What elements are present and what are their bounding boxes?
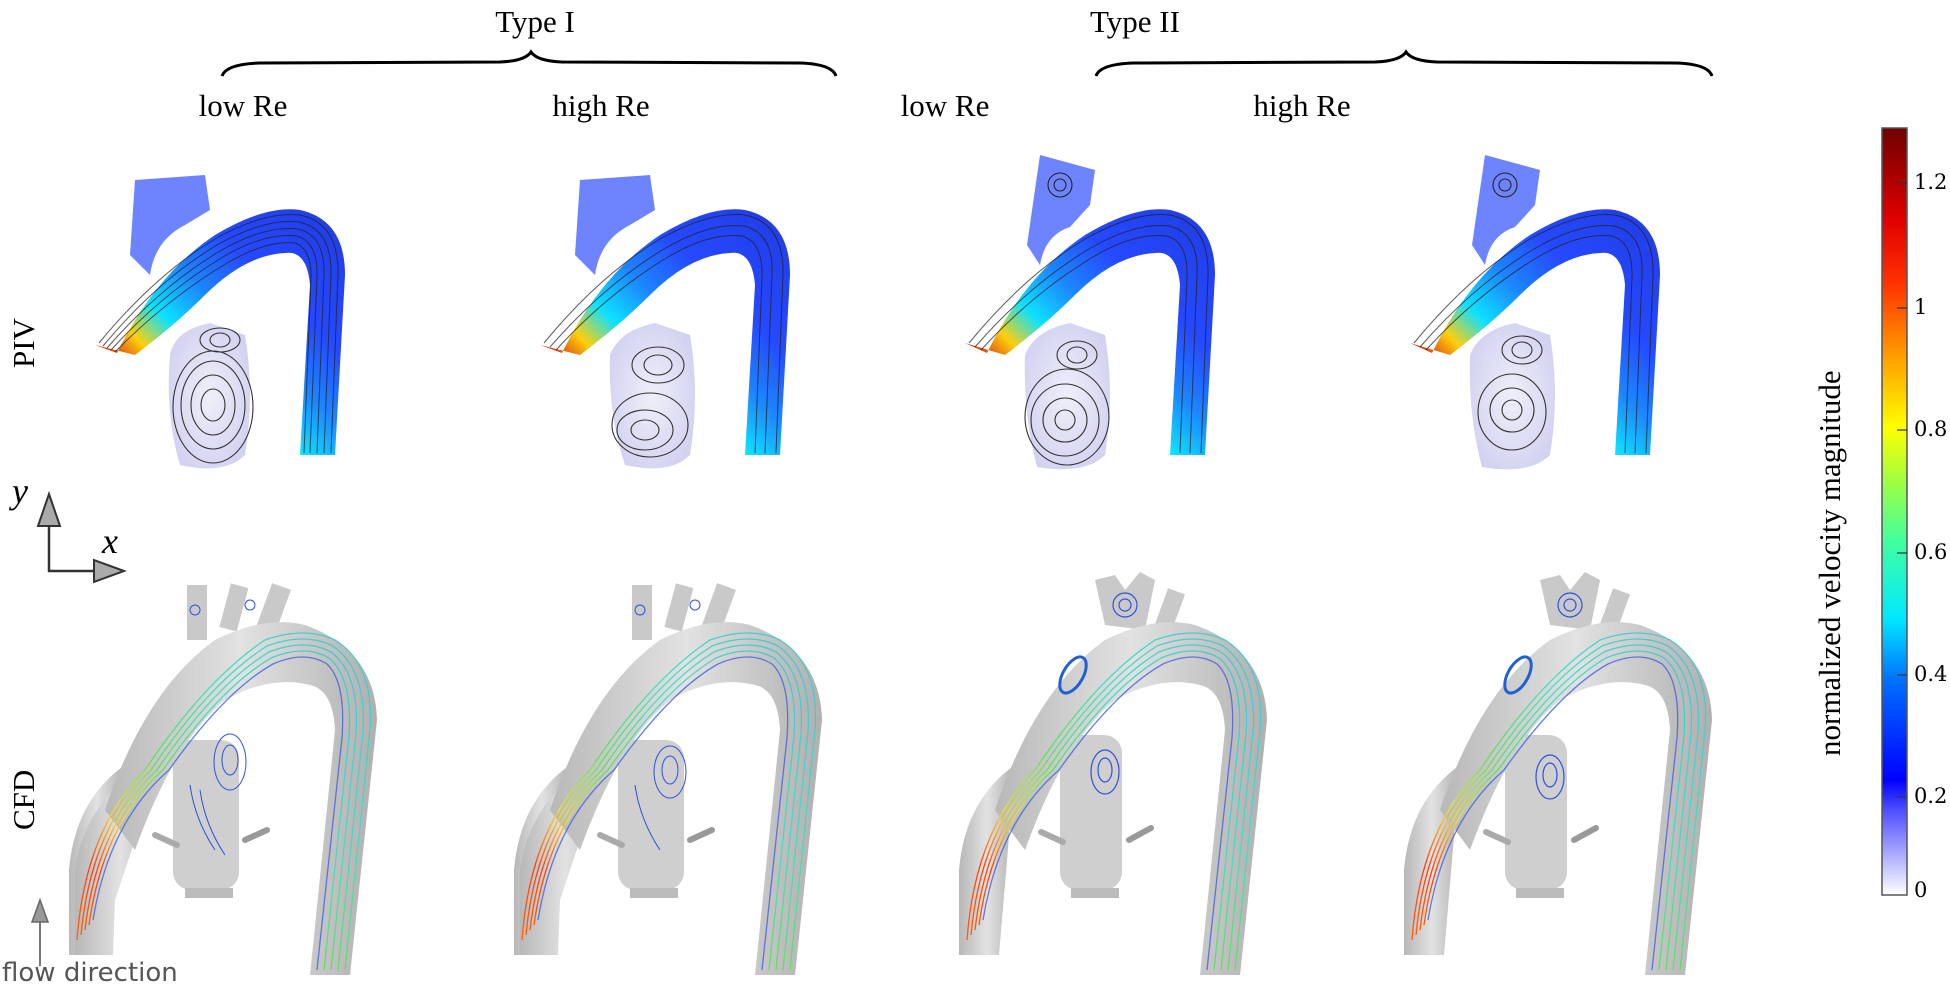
colorbar-tick-0.8: 0.8 xyxy=(1914,417,1948,441)
axis-label-y: y xyxy=(12,471,28,511)
colorbar-tick-0: 0 xyxy=(1914,878,1928,902)
group-title-type-1: Type I xyxy=(495,4,575,39)
panel-cfd-type1-high xyxy=(514,583,822,975)
colorbar xyxy=(1881,127,1908,896)
row-label-cfd: CFD xyxy=(6,769,41,830)
column-label-type1-high: high Re xyxy=(552,88,650,123)
coordinate-axes-icon xyxy=(36,490,127,584)
colorbar-tick-1: 1 xyxy=(1914,295,1928,319)
panel-piv-type2-high xyxy=(1410,155,1660,470)
cfd-vessel-geometry xyxy=(69,583,377,975)
flow-direction-arrow-icon xyxy=(30,897,50,966)
cfd-streamlines xyxy=(76,632,372,971)
column-label-type1-low: low Re xyxy=(198,88,288,123)
colorbar-tick-0.2: 0.2 xyxy=(1914,784,1948,808)
panel-cfd-type2-high xyxy=(1404,572,1712,975)
row-label-piv: PIV xyxy=(6,318,41,368)
column-label-type2-high: high Re xyxy=(1253,88,1351,123)
group-title-type-2: Type II xyxy=(1090,4,1180,39)
axis-label-x: x xyxy=(102,521,118,561)
panel-piv-type1-high xyxy=(540,175,790,469)
panel-piv-type1-low xyxy=(95,175,345,469)
panel-cfd-type2-low xyxy=(959,572,1267,975)
brace-type-1 xyxy=(220,49,838,77)
colorbar-title: normalized velocity magnitude xyxy=(1812,370,1847,756)
column-label-type2-low: low Re xyxy=(900,88,990,123)
panel-cfd-type1-low xyxy=(69,583,377,975)
piv-sinus-region xyxy=(168,323,254,469)
colorbar-tick-0.4: 0.4 xyxy=(1914,662,1948,686)
group-braces xyxy=(220,49,1714,77)
colorbar-tick-0.6: 0.6 xyxy=(1914,540,1948,564)
brace-type-2 xyxy=(1094,49,1714,77)
colorbar-tick-1.2: 1.2 xyxy=(1914,170,1948,194)
flow-direction-label: flow direction xyxy=(2,958,178,988)
panel-piv-type2-low xyxy=(965,155,1215,470)
